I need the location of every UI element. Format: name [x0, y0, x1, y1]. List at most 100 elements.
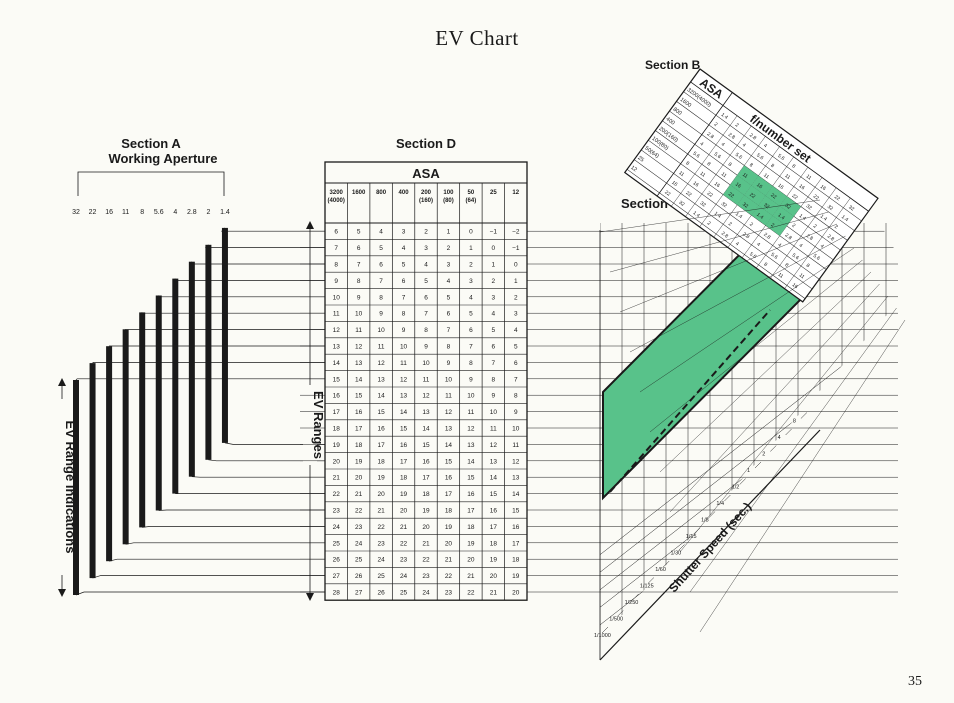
ev-table-cell: 13 — [445, 426, 453, 433]
ev-table-border — [324, 161, 528, 601]
ev-table-cell: 10 — [333, 294, 341, 301]
section-b-fnumber: 22 — [812, 194, 820, 202]
shutter-speed-tick — [800, 412, 808, 419]
aperture-top-leader — [75, 378, 325, 381]
ev-table-cell: 11 — [423, 376, 430, 383]
ev-table-cell: 13 — [512, 475, 520, 482]
ev-table-cell: 4 — [402, 245, 406, 252]
ev-table-column-header: 25 — [490, 190, 497, 196]
ev-table-cell: 18 — [490, 540, 498, 547]
ev-table-cell: 20 — [467, 557, 475, 564]
ev-table-cell: 4 — [514, 327, 518, 334]
section-b-fnumber: 22 — [769, 192, 777, 200]
ev-table-cell: 4 — [492, 311, 496, 318]
ev-table-cell: 16 — [445, 475, 453, 482]
ev-table-cell: 15 — [490, 491, 498, 498]
ev-table-cell: 2 — [469, 262, 473, 269]
ev-table-cell: 10 — [512, 426, 520, 433]
aperture-top-leader — [172, 278, 325, 281]
ev-table-cell: 9 — [379, 311, 383, 318]
ev-table-cell: 21 — [467, 573, 475, 580]
ev-table-cell: 7 — [334, 245, 338, 252]
ev-table-cell: 18 — [445, 508, 453, 515]
ev-range-label-gap — [55, 399, 69, 575]
shutter-speed-tick — [632, 593, 639, 601]
ev-table-cell: 25 — [400, 590, 408, 597]
aperture-bar — [122, 329, 129, 545]
section-b-fnumber: 22 — [748, 192, 756, 200]
shutter-speed-label: 1/250 — [625, 600, 639, 606]
section-b-cell — [751, 205, 773, 226]
section-b-cell — [737, 165, 759, 186]
ev-table-cell: 12 — [355, 344, 363, 351]
ev-table-cell: 21 — [355, 491, 363, 498]
aperture-bar — [221, 227, 228, 443]
ev-table-cell: 5 — [447, 294, 451, 301]
aperture-bottom-leader — [75, 591, 325, 596]
ev-table-cell: 2 — [447, 245, 451, 252]
section-b-fnumber: 22 — [791, 193, 799, 201]
shutter-speed-tick — [770, 445, 777, 452]
ev-table-cell: 16 — [400, 442, 408, 449]
aperture-bar — [139, 312, 146, 528]
shutter-speed-tick — [663, 560, 670, 568]
section-b-fnumber: 2.8 — [784, 232, 793, 241]
ev-table-cell: 20 — [445, 540, 453, 547]
section-b-fnumber: 1.4 — [713, 211, 722, 220]
section-b-fnumber: 4 — [699, 141, 705, 148]
section-b-fnumber: 5.6 — [692, 151, 701, 160]
ev-table-cell: 14 — [512, 491, 520, 498]
ev-table-cell: 14 — [377, 393, 385, 400]
ev-table-cell: 19 — [377, 475, 385, 482]
ev-table-cell: 15 — [422, 442, 430, 449]
section-b-row-rule — [669, 110, 848, 241]
section-b-title: Section B — [645, 58, 701, 72]
section-b-fnumber: 2 — [713, 122, 719, 129]
section-b-connector — [679, 295, 889, 553]
ev-table-cell: 2 — [424, 229, 428, 236]
ev-table-cell: 13 — [355, 360, 363, 367]
ev-table-cell: 21 — [490, 590, 498, 597]
shutter-speed-tick — [739, 478, 746, 485]
ev-table-cell: 10 — [400, 344, 408, 351]
aperture-bar — [188, 261, 195, 477]
section-b-fnumber: 11 — [677, 170, 685, 178]
ev-table-cell: 22 — [467, 590, 475, 597]
ev-table-cell: 7 — [379, 278, 383, 285]
ev-table-cell: 11 — [400, 360, 407, 367]
ev-table-cell: 27 — [355, 590, 363, 597]
ev-table-cell: 21 — [400, 524, 408, 531]
section-b-asa-value: 25 — [636, 155, 644, 163]
section-b-fnumber: 2.8 — [727, 132, 736, 141]
ev-table-cell: 5 — [514, 344, 518, 351]
ev-table-cell: 7 — [514, 376, 518, 383]
ev-table-cell: −1 — [490, 229, 498, 236]
section-b-fnumber: 8 — [748, 162, 754, 169]
ev-table-cell: 16 — [490, 508, 498, 515]
ev-table-cell: 19 — [422, 508, 430, 515]
ev-table-cell: 6 — [357, 245, 361, 252]
section-b-fnumber: 11 — [783, 173, 791, 181]
ev-table-cell: 25 — [355, 557, 363, 564]
section-b-fnumber: 16 — [755, 182, 763, 190]
section-b-column-rule — [685, 125, 752, 217]
section-b-fnumber: 8 — [706, 161, 712, 168]
shutter-speed-tick — [754, 461, 762, 469]
section-b-fnumber: 4 — [720, 142, 726, 149]
section-c-diagonal — [824, 363, 900, 640]
aperture-label: 4 — [173, 209, 177, 216]
ev-table-cell: 8 — [447, 344, 451, 351]
section-b-connector — [619, 223, 838, 313]
section-b-fnumber: 32 — [720, 201, 728, 209]
section-b-fnumber: 2.8 — [706, 131, 715, 140]
section-b-fnumber: 4 — [741, 142, 747, 149]
ev-table-cell: 7 — [447, 327, 451, 334]
section-b-fnumber: 1.4 — [776, 212, 785, 221]
aperture-label: 8 — [140, 209, 144, 216]
ev-table-cell: 3 — [402, 229, 406, 236]
ev-table-cell: 16 — [333, 393, 341, 400]
section-b-connector — [669, 283, 880, 513]
section-b-fnumber: 4 — [734, 241, 740, 248]
